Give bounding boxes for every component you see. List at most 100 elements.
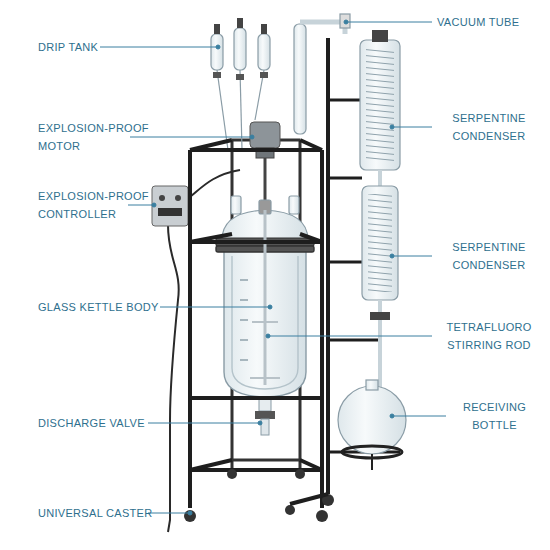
leader-line <box>188 511 192 515</box>
serpentine-condenser <box>360 40 400 170</box>
receiving-bottle <box>338 386 406 454</box>
leader-line <box>392 256 432 257</box>
receiving-bottle <box>371 454 373 470</box>
condenser-stand <box>326 38 330 494</box>
vacuum-tube <box>294 24 306 134</box>
explosion-proof-controller <box>175 195 181 201</box>
vacuum-tube <box>300 22 345 34</box>
serpentine-condenser <box>370 312 390 320</box>
explosion-proof-controller <box>152 186 188 226</box>
drip-tank <box>258 34 270 70</box>
glass-kettle-body <box>240 319 248 320</box>
leader-line <box>258 421 262 425</box>
explosion-proof-controller <box>158 208 182 216</box>
universal-caster <box>227 469 237 479</box>
drip-tank <box>237 18 243 28</box>
front-frame <box>190 148 322 152</box>
drip-tank <box>240 70 242 150</box>
serpentine-condenser <box>360 30 400 388</box>
condenser-stand <box>328 339 380 342</box>
drip-tank <box>217 70 228 150</box>
discharge-valve <box>255 411 275 419</box>
serpentine-condenser <box>372 30 388 42</box>
leader-line <box>148 513 190 514</box>
explosion-proof-controller <box>152 186 188 226</box>
part-label: EXPLOSION-PROOF CONTROLLER <box>38 187 163 223</box>
serpentine-condenser <box>362 186 398 300</box>
universal-caster <box>295 469 305 479</box>
stirring-rod <box>264 210 267 385</box>
leader-line <box>344 20 348 24</box>
drip-tank <box>213 72 221 78</box>
leader-line <box>392 127 432 128</box>
condenser-stand <box>290 494 328 504</box>
back-frame <box>232 459 300 462</box>
glass-kettle-body <box>240 299 248 300</box>
leader-line <box>128 205 154 206</box>
part-label: UNIVERSAL CASTER <box>38 504 168 522</box>
condenser-stand <box>328 99 360 102</box>
leader-line <box>160 307 270 308</box>
part-label: DISCHARGE VALVE <box>38 414 168 432</box>
leader-line <box>390 414 394 418</box>
front-frame <box>190 140 322 508</box>
front-frame <box>190 396 322 400</box>
leader-line <box>130 137 252 138</box>
part-label: EXPLOSION-PROOF MOTOR <box>38 119 163 155</box>
front-frame <box>190 140 232 150</box>
leader-line <box>268 305 272 309</box>
front-frame <box>190 460 232 470</box>
condenser-stand <box>328 177 362 180</box>
leader-line <box>268 336 432 337</box>
receiving-bottle <box>366 380 378 390</box>
leader-line <box>148 423 260 424</box>
explosion-proof-controller <box>159 195 165 201</box>
leader-line <box>100 47 218 48</box>
front-frame <box>188 150 192 508</box>
universal-caster <box>285 505 295 515</box>
drip-tank <box>260 72 268 78</box>
part-label: SERPENTINE CONDENSER <box>435 238 543 274</box>
power-cable <box>168 225 179 532</box>
drip-tank <box>261 24 267 34</box>
explosion-proof-motor <box>250 122 280 148</box>
part-label: RECEIVING BOTTLE <box>447 398 542 434</box>
leader-line <box>250 135 254 139</box>
front-frame <box>190 234 232 242</box>
universal-caster <box>184 510 196 522</box>
front-frame <box>300 234 322 242</box>
universal-caster <box>316 510 328 522</box>
stirring-rod <box>252 321 278 323</box>
kettle-lid <box>231 196 241 214</box>
vacuum-tube <box>340 14 350 28</box>
explosion-proof-motor <box>250 122 280 210</box>
glass-kettle-body <box>240 279 248 280</box>
leader-line <box>266 334 270 338</box>
part-label: DRIP TANK <box>38 38 128 56</box>
front-frame <box>300 140 322 150</box>
receiving-bottle <box>338 380 406 470</box>
part-label: SERPENTINE CONDENSER <box>435 109 543 145</box>
universal-caster <box>184 469 334 522</box>
serpentine-condenser <box>368 194 392 292</box>
glass-kettle-body <box>240 339 248 340</box>
leader-line <box>392 416 446 417</box>
leader-line <box>216 45 220 49</box>
stirring-rod <box>250 210 280 385</box>
front-frame <box>320 150 324 508</box>
power-cable <box>186 170 240 200</box>
stirring-rod <box>250 377 280 379</box>
serpentine-condenser <box>378 170 382 186</box>
vacuum-tube <box>294 14 350 134</box>
leader-line <box>346 22 432 23</box>
drip-tank <box>214 24 220 34</box>
glass-kettle-body <box>240 359 248 360</box>
leader-line <box>100 20 446 515</box>
serpentine-condenser <box>366 48 394 162</box>
kettle-lid <box>289 196 299 214</box>
drip-tank <box>211 34 223 70</box>
drip-tank <box>234 28 246 70</box>
